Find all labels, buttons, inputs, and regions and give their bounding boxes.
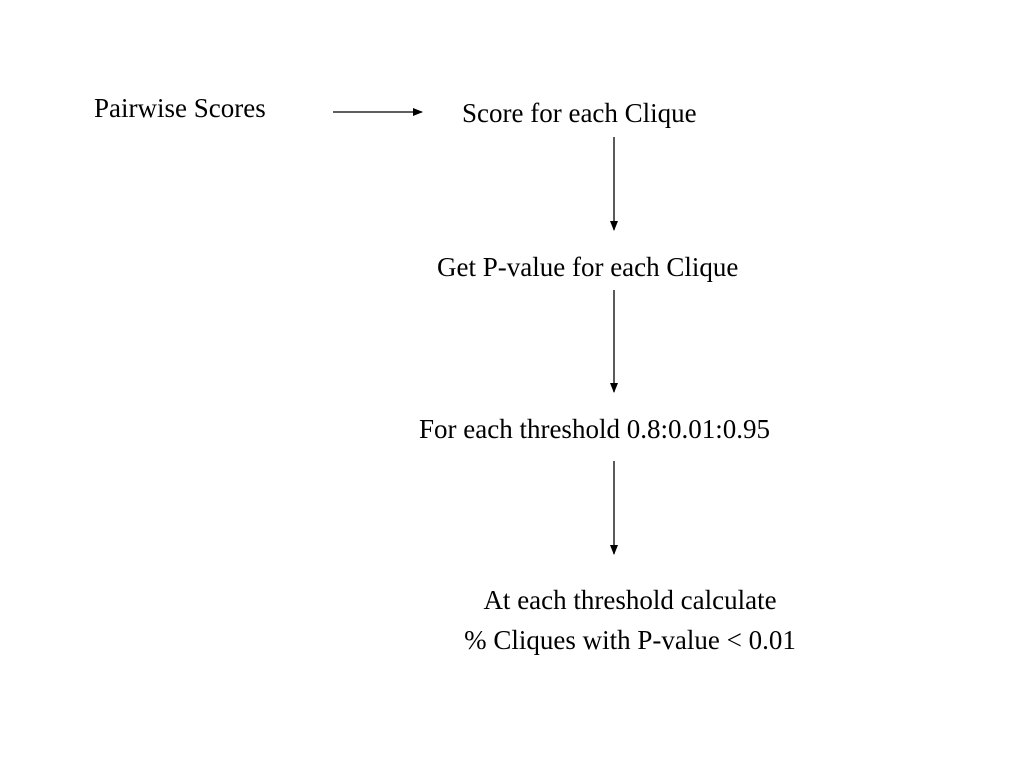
node-pairwise-scores: Pairwise Scores: [94, 93, 266, 123]
node-result-line-1: At each threshold calculate: [483, 585, 777, 615]
node-result-line-2: % Cliques with P-value < 0.01: [464, 625, 796, 655]
node-get-pvalue-for-each-clique: Get P-value for each Clique: [437, 252, 739, 282]
node-result: At each threshold calculate % Cliques wi…: [380, 583, 880, 663]
node-for-each-threshold: For each threshold 0.8:0.01:0.95: [419, 414, 770, 444]
node-score-for-each-clique: Score for each Clique: [462, 98, 697, 128]
